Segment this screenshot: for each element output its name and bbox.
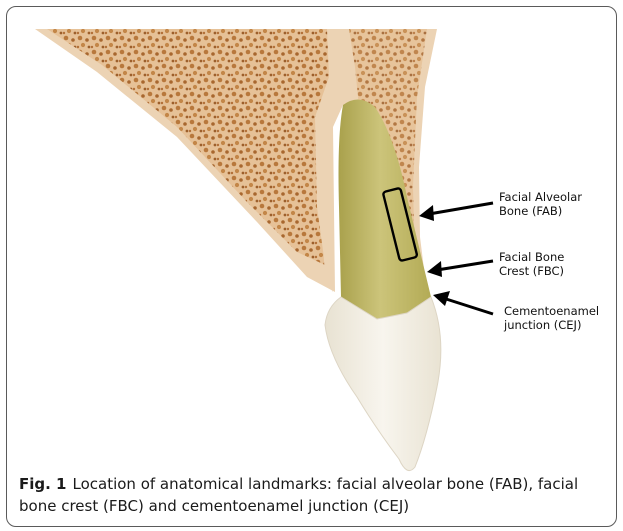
fab-label: Facial Alveolar Bone (FAB) bbox=[499, 190, 582, 218]
tooth-crown bbox=[325, 297, 441, 471]
fbc-arrow bbox=[427, 261, 493, 277]
cej-label-line2: junction (CEJ) bbox=[504, 318, 599, 332]
fbc-label: Facial Bone Crest (FBC) bbox=[499, 250, 564, 278]
figure-caption: Fig. 1Location of anatomical landmarks: … bbox=[19, 473, 609, 517]
figure-number: Fig. 1 bbox=[19, 475, 66, 493]
caption-text: Location of anatomical landmarks: facial… bbox=[19, 475, 578, 515]
cej-label: Cementoenamel junction (CEJ) bbox=[504, 304, 599, 332]
fab-arrow bbox=[419, 203, 493, 221]
cej-label-line1: Cementoenamel bbox=[504, 304, 599, 318]
cej-arrow bbox=[433, 291, 493, 314]
fab-label-line2: Bone (FAB) bbox=[499, 204, 582, 218]
figure-frame: Facial Alveolar Bone (FAB) Facial Bone C… bbox=[6, 6, 617, 527]
fab-label-line1: Facial Alveolar bbox=[499, 190, 582, 204]
fbc-label-line2: Crest (FBC) bbox=[499, 264, 564, 278]
fbc-label-line1: Facial Bone bbox=[499, 250, 564, 264]
